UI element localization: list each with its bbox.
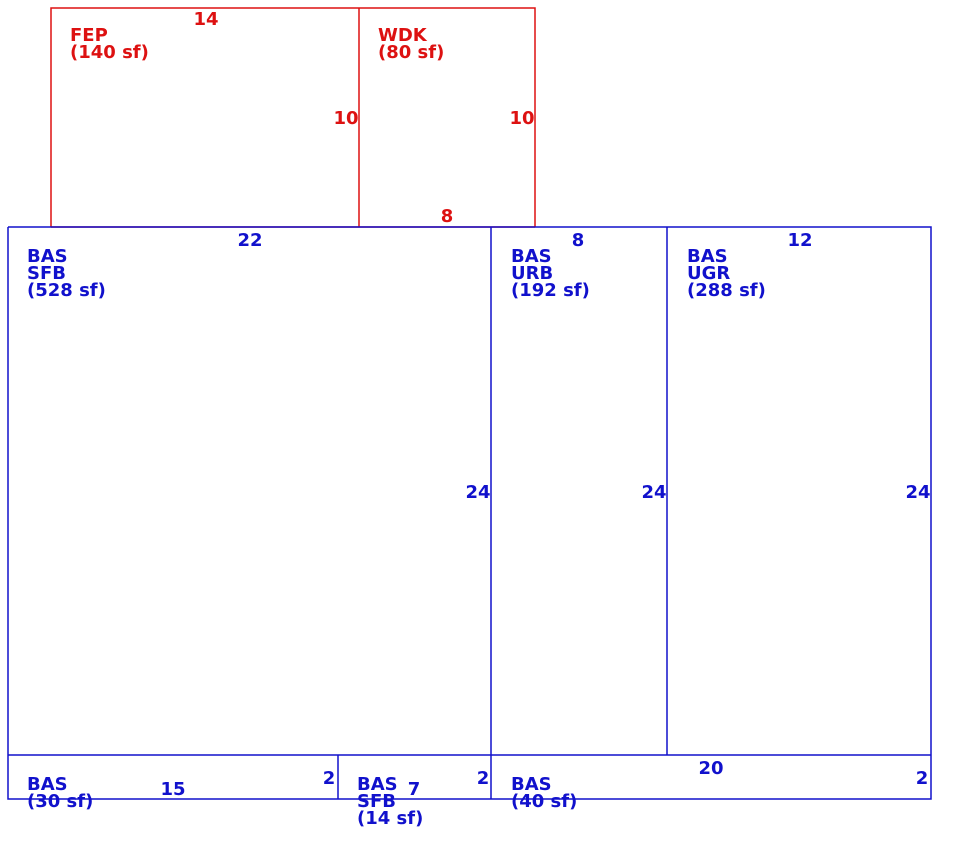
dimension-labels: 14 10 10 8 22 24 8 24 12 24 15 2 7 2 20 2: [160, 9, 930, 800]
area-label-line: SFB: [357, 791, 396, 812]
area-label-line: (528 sf): [27, 280, 106, 301]
area-label-bas-30: BAS(30 sf): [27, 774, 93, 812]
area-label-line: (192 sf): [511, 280, 590, 301]
dimension-fep-right: 10: [333, 108, 358, 129]
dimension-strip2-top: 7: [408, 779, 421, 800]
area-label-fep: FEP(140 sf): [70, 25, 149, 63]
area-label-line: BAS: [357, 774, 398, 795]
outline-segment: [7, 226, 932, 800]
area-label-line: FEP: [70, 25, 108, 46]
area-label-line: BAS: [687, 246, 728, 267]
outline-segment: [50, 7, 536, 227]
area-label-line: (288 sf): [687, 280, 766, 301]
area-label-bas-40: BAS(40 sf): [511, 774, 577, 812]
dimension-main-right: 24: [465, 482, 490, 503]
area-label-line: (80 sf): [378, 42, 444, 63]
dimension-fep-top: 14: [193, 9, 218, 30]
dimension-strip3-top: 20: [698, 758, 723, 779]
dimension-ugr-top: 12: [787, 230, 812, 251]
area-label-line: BAS: [511, 246, 552, 267]
area-label-line: WDK: [378, 25, 428, 46]
area-label-line: (140 sf): [70, 42, 149, 63]
area-label-line: SFB: [27, 263, 66, 284]
dimension-wdk-bottom: 8: [441, 206, 454, 227]
dimension-main-top: 22: [237, 230, 262, 251]
area-label-wdk: WDK(80 sf): [378, 25, 444, 63]
area-label-line: (30 sf): [27, 791, 93, 812]
dimension-urb-top: 8: [572, 230, 585, 251]
area-label-line: UGR: [687, 263, 730, 284]
area-label-line: (40 sf): [511, 791, 577, 812]
dimension-urb-right: 24: [641, 482, 666, 503]
dimension-strip1-right: 2: [323, 768, 336, 789]
dimension-strip2-right: 2: [477, 768, 490, 789]
dimension-strip1-top: 15: [160, 779, 185, 800]
area-label-line: BAS: [511, 774, 552, 795]
area-label-line: (14 sf): [357, 808, 423, 829]
area-label-line: URB: [511, 263, 553, 284]
area-label-line: BAS: [27, 246, 68, 267]
sketch-outlines: [7, 7, 932, 800]
dimension-ugr-right: 24: [905, 482, 930, 503]
dimension-wdk-right: 10: [509, 108, 534, 129]
area-label-line: BAS: [27, 774, 68, 795]
dimension-strip3-right: 2: [916, 768, 929, 789]
